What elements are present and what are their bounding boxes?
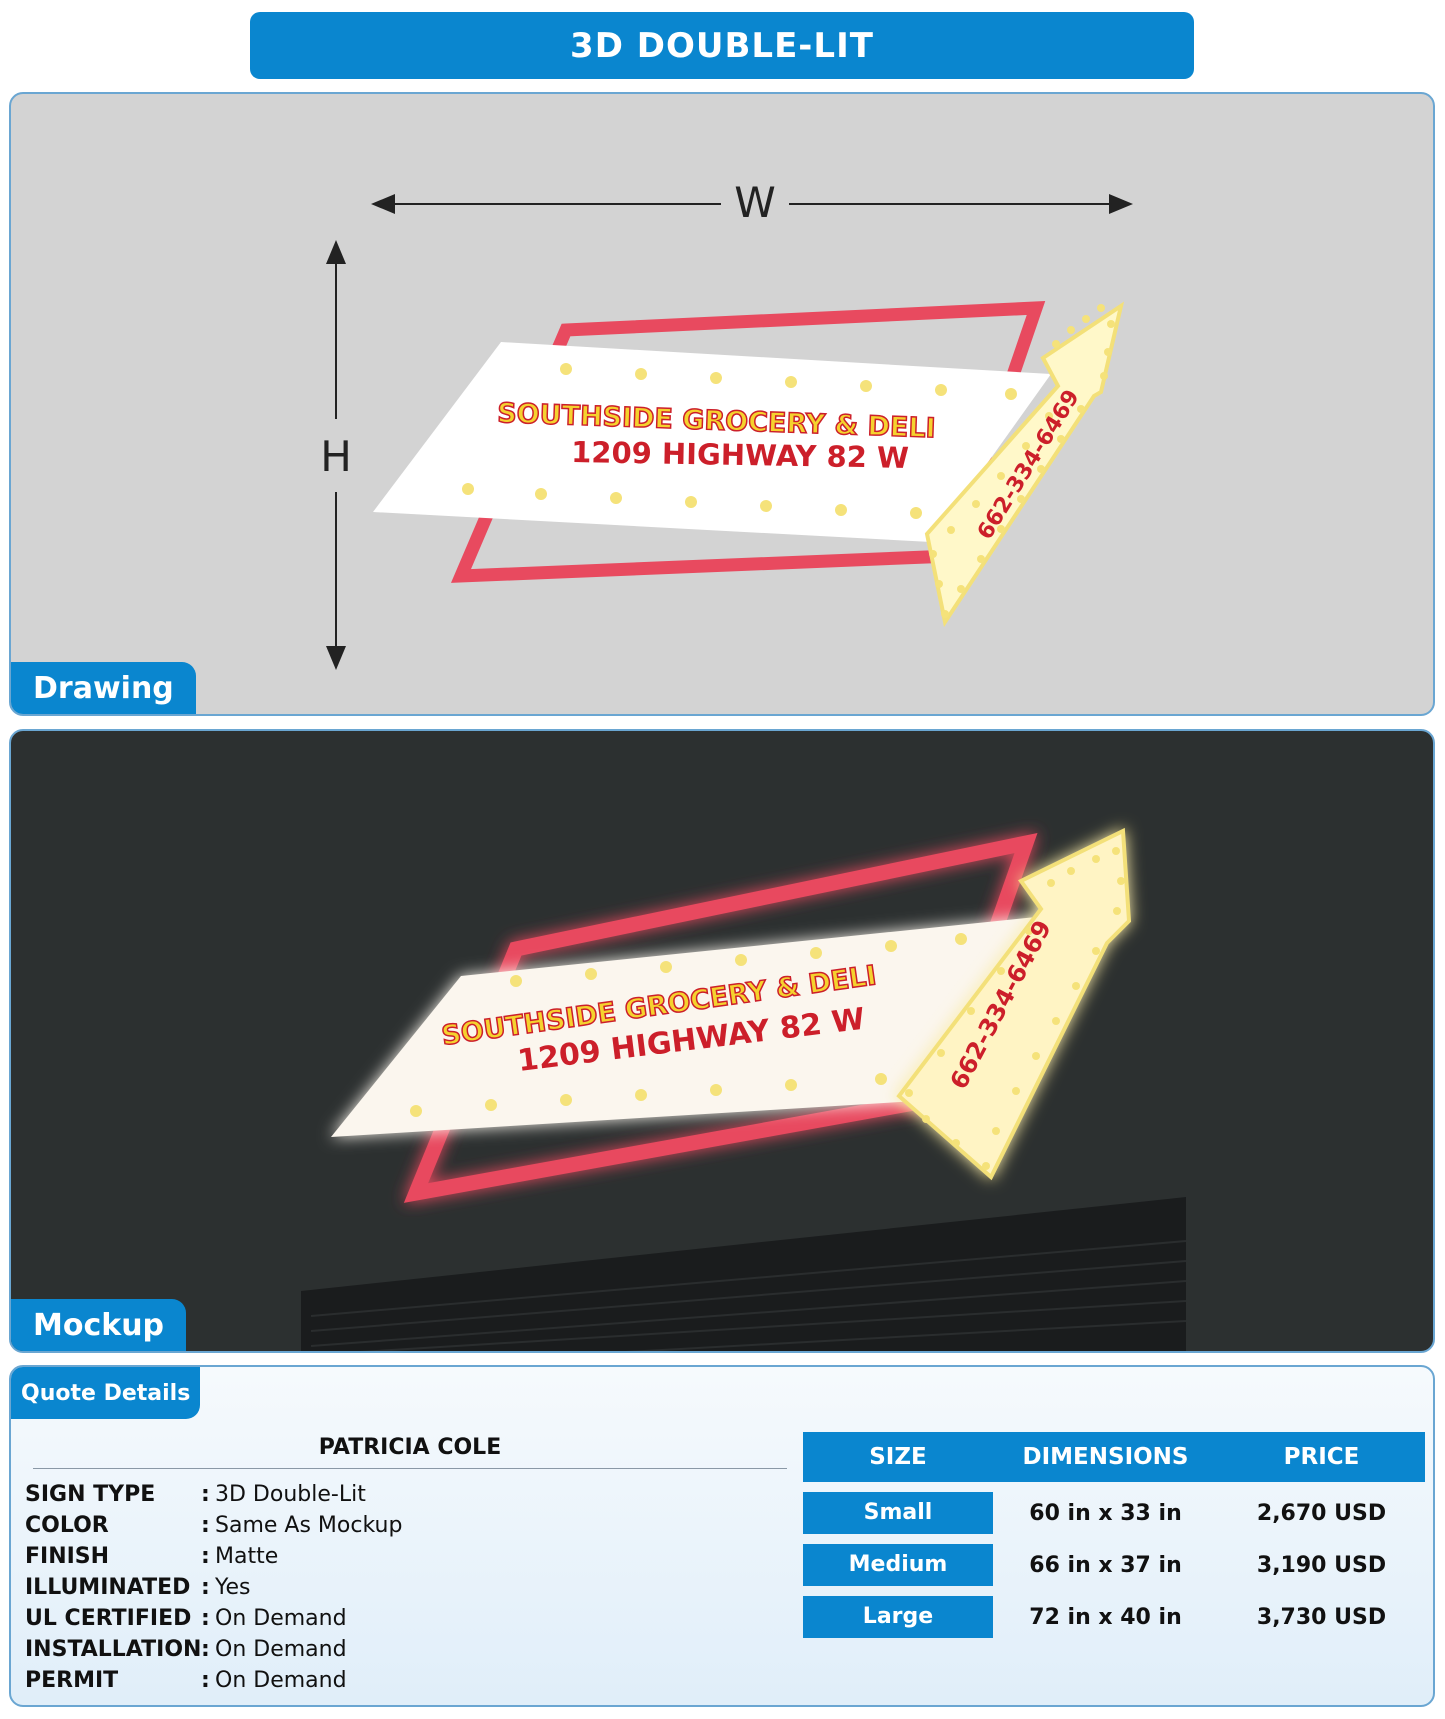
size-cell: Large <box>803 1596 993 1638</box>
mockup-panel-dots <box>410 933 967 1117</box>
width-label: W <box>734 178 776 227</box>
mockup-white-panel <box>331 916 1046 1137</box>
spec-value: On Demand <box>215 1637 347 1662</box>
mockup-illustration: 662-334-6469 SOUTHSIDE GROCERY & DELI 12… <box>301 827 1187 1351</box>
spec-label: ILLUMINATED <box>25 1575 191 1600</box>
spec-label: SIGN TYPE <box>25 1482 156 1507</box>
drawing-sign-line2: 1209 HIGHWAY 82 W <box>571 435 909 475</box>
spec-label: COLOR <box>25 1513 109 1538</box>
header-price: PRICE <box>1283 1444 1360 1470</box>
customer-name: PATRICIA COLE <box>33 1435 787 1469</box>
spec-value: Matte <box>215 1544 279 1569</box>
spec-label: PERMIT <box>25 1668 119 1693</box>
quote-details-tab: Quote Details <box>11 1367 201 1419</box>
price-table-header: SIZE DIMENSIONS PRICE <box>803 1432 1425 1482</box>
spec-list: SIGN TYPE:3D Double-Lit COLOR:Same As Mo… <box>25 1479 402 1696</box>
spec-value: On Demand <box>215 1668 347 1693</box>
spec-value: 3D Double-Lit <box>215 1482 366 1507</box>
drawing-illustration: W H 662-334-6469 SOUTHSIDE GROCERY & DEL… <box>320 178 1133 670</box>
spec-row: SIGN TYPE:3D Double-Lit <box>25 1482 366 1507</box>
mockup-panel: 662-334-6469 SOUTHSIDE GROCERY & DELI 12… <box>9 729 1435 1353</box>
drawing-tab: Drawing <box>11 662 196 714</box>
spec-row: ILLUMINATED:Yes <box>25 1575 251 1600</box>
spec-row: FINISH:Matte <box>25 1544 279 1569</box>
spec-row: PERMIT:On Demand <box>25 1668 347 1693</box>
storefront-roof <box>301 1197 1186 1351</box>
spec-label: UL CERTIFIED <box>25 1606 192 1631</box>
storefront-shutter <box>310 1240 1187 1351</box>
header-size: SIZE <box>869 1444 927 1470</box>
drawing-panel: W H 662-334-6469 SOUTHSIDE GROCERY & DEL… <box>9 92 1435 716</box>
spec-row: UL CERTIFIED:On Demand <box>25 1606 347 1631</box>
spec-value: Yes <box>215 1575 251 1600</box>
spec-value: Same As Mockup <box>215 1513 403 1538</box>
spec-label: FINISH <box>25 1544 110 1569</box>
spec-value: On Demand <box>215 1606 347 1631</box>
table-row: Small 60 in x 33 in 2,670 USD <box>803 1492 1425 1534</box>
mockup-arrow-bulbs <box>905 847 1125 1170</box>
mockup-tab: Mockup <box>11 1299 187 1351</box>
dimensions-cell: 60 in x 33 in <box>1029 1500 1182 1526</box>
dimensions-cell: 66 in x 37 in <box>1029 1552 1182 1578</box>
table-row: Medium 66 in x 37 in 3,190 USD <box>803 1544 1425 1586</box>
quote-details-panel: Quote Details PATRICIA COLE SIGN TYPE:3D… <box>9 1365 1435 1707</box>
size-cell: Small <box>803 1492 993 1534</box>
size-cell: Medium <box>803 1544 993 1586</box>
spec-row: INSTALLATION:On Demand <box>25 1637 347 1662</box>
height-label: H <box>320 432 352 481</box>
table-row: Large 72 in x 40 in 3,730 USD <box>803 1596 1425 1638</box>
yellow-arrow <box>924 301 1125 628</box>
arrow-bulbs <box>929 304 1115 618</box>
spec-row: COLOR:Same As Mockup <box>25 1513 403 1538</box>
page-title: 3D DOUBLE-LIT <box>250 12 1194 79</box>
panel-dots <box>462 363 1017 519</box>
price-cell: 3,730 USD <box>1256 1604 1387 1630</box>
mockup-yellow-arrow <box>896 827 1132 1181</box>
price-cell: 2,670 USD <box>1256 1500 1387 1526</box>
dimensions-cell: 72 in x 40 in <box>1029 1604 1182 1630</box>
price-cell: 3,190 USD <box>1256 1552 1387 1578</box>
price-table: SIZE DIMENSIONS PRICE Small 60 in x 33 i… <box>803 1432 1425 1638</box>
spec-label: INSTALLATION <box>25 1637 202 1662</box>
header-dimensions: DIMENSIONS <box>1022 1444 1189 1470</box>
